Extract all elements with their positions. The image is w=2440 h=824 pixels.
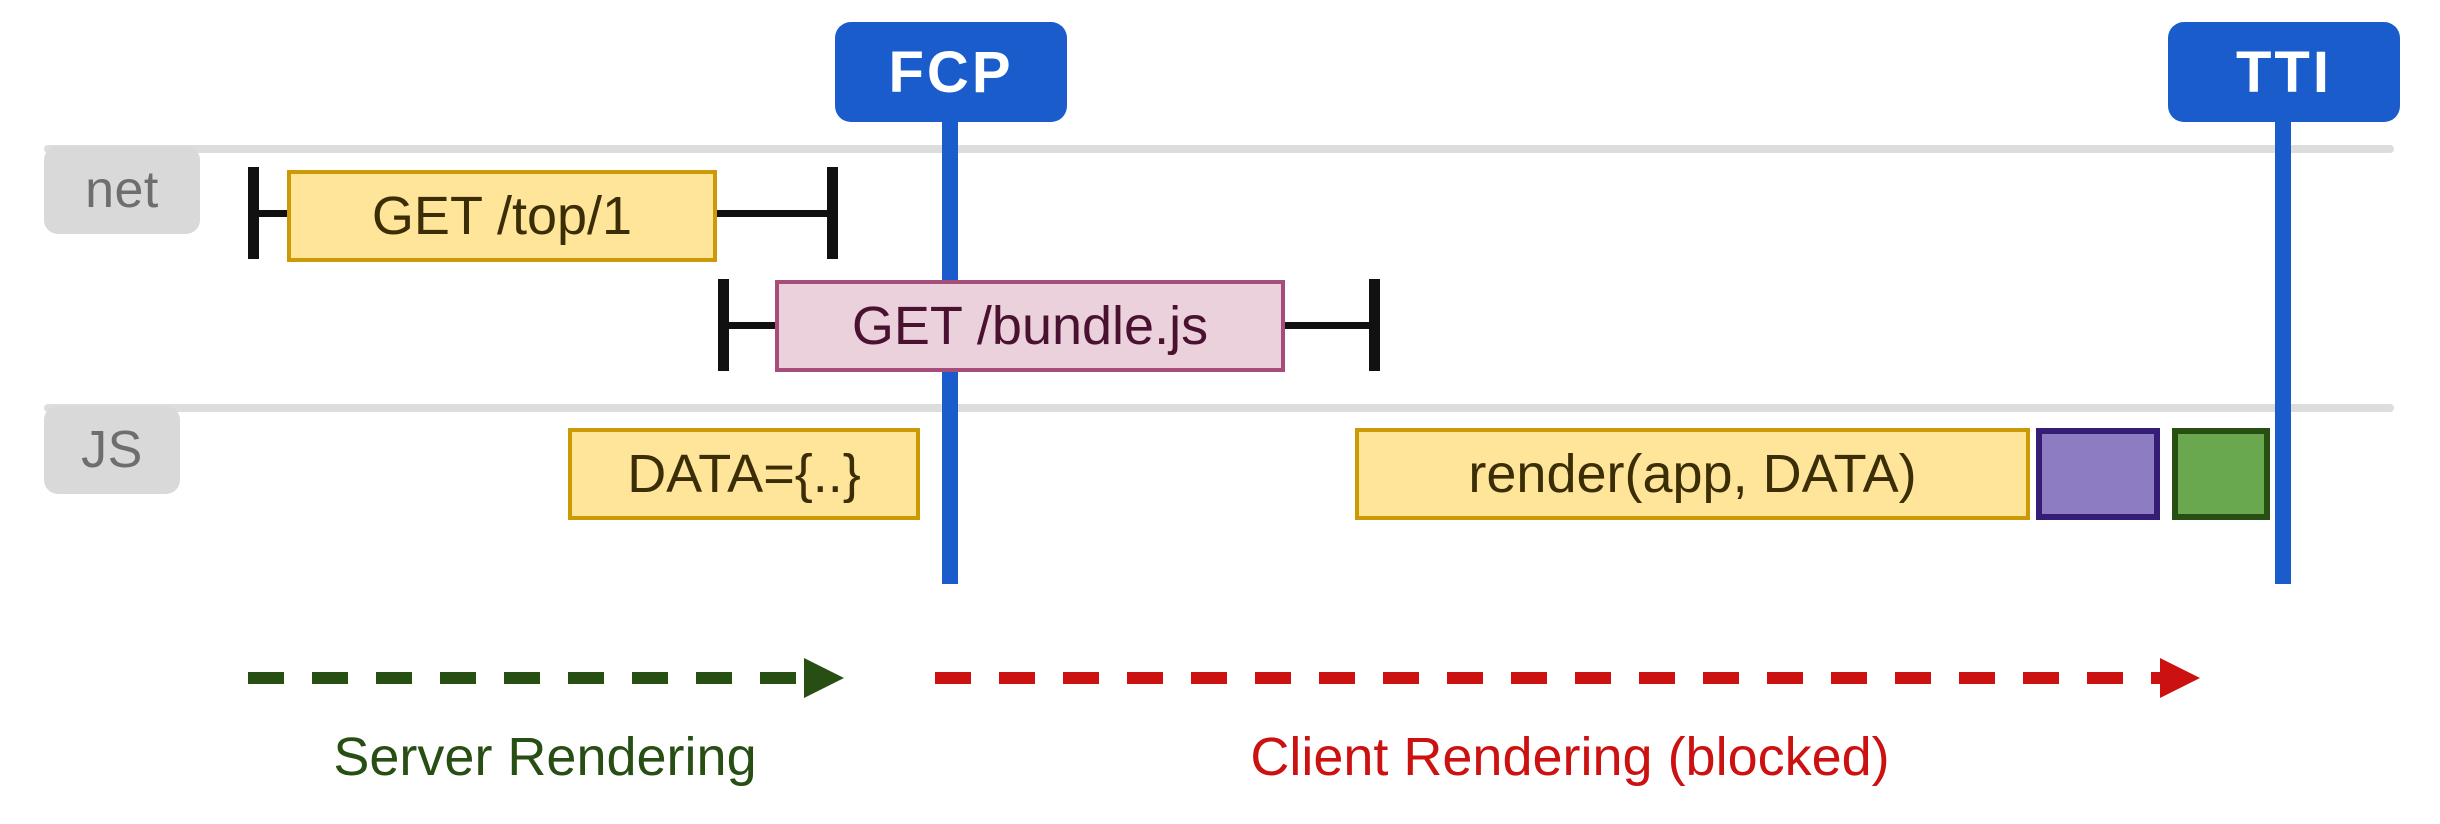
legend-arrow-client-rendering bbox=[935, 658, 2200, 698]
legend-label-server-rendering: Server Rendering bbox=[333, 727, 757, 787]
timeline-bar-label: DATA={..} bbox=[627, 444, 861, 504]
timeline-bar-data-assign[interactable]: DATA={..} bbox=[568, 428, 920, 520]
legend-arrow-dashes bbox=[248, 672, 810, 684]
lane-separator-net bbox=[44, 145, 2394, 153]
whisker-cap-left-get-bundle-js bbox=[718, 279, 729, 371]
timeline-bar-get-bundle-js[interactable]: GET /bundle.js bbox=[775, 280, 1285, 372]
lane-separator-js bbox=[44, 404, 2394, 412]
whisker-cap-right-get-top-1 bbox=[827, 167, 838, 259]
timeline-bar-hydrate-task[interactable] bbox=[2036, 428, 2160, 520]
marker-badge-tti[interactable]: TTI bbox=[2168, 22, 2400, 122]
timeline-bar-label: GET /bundle.js bbox=[851, 296, 1209, 356]
legend-label-client-rendering: Client Rendering (blocked) bbox=[1250, 727, 1890, 787]
arrow-head-icon bbox=[2160, 658, 2200, 698]
lane-label-js: JS bbox=[44, 406, 180, 494]
lane-label-net: net bbox=[44, 146, 200, 234]
legend-arrow-dashes bbox=[935, 672, 2166, 684]
marker-badge-fcp[interactable]: FCP bbox=[835, 22, 1067, 122]
timeline-bar-get-top-1[interactable]: GET /top/1 bbox=[287, 170, 717, 262]
whisker-cap-left-get-top-1 bbox=[248, 167, 259, 259]
timeline-bar-label: render(app, DATA) bbox=[1468, 444, 1917, 504]
timeline-bar-label: GET /top/1 bbox=[371, 186, 633, 246]
arrow-head-icon bbox=[804, 658, 844, 698]
timeline-bar-render-app-data[interactable]: render(app, DATA) bbox=[1355, 428, 2030, 520]
legend-arrow-server-rendering bbox=[248, 658, 844, 698]
timeline-bar-paint-task[interactable] bbox=[2172, 428, 2270, 520]
whisker-cap-right-get-bundle-js bbox=[1369, 279, 1380, 371]
marker-line-tti bbox=[2275, 84, 2291, 584]
